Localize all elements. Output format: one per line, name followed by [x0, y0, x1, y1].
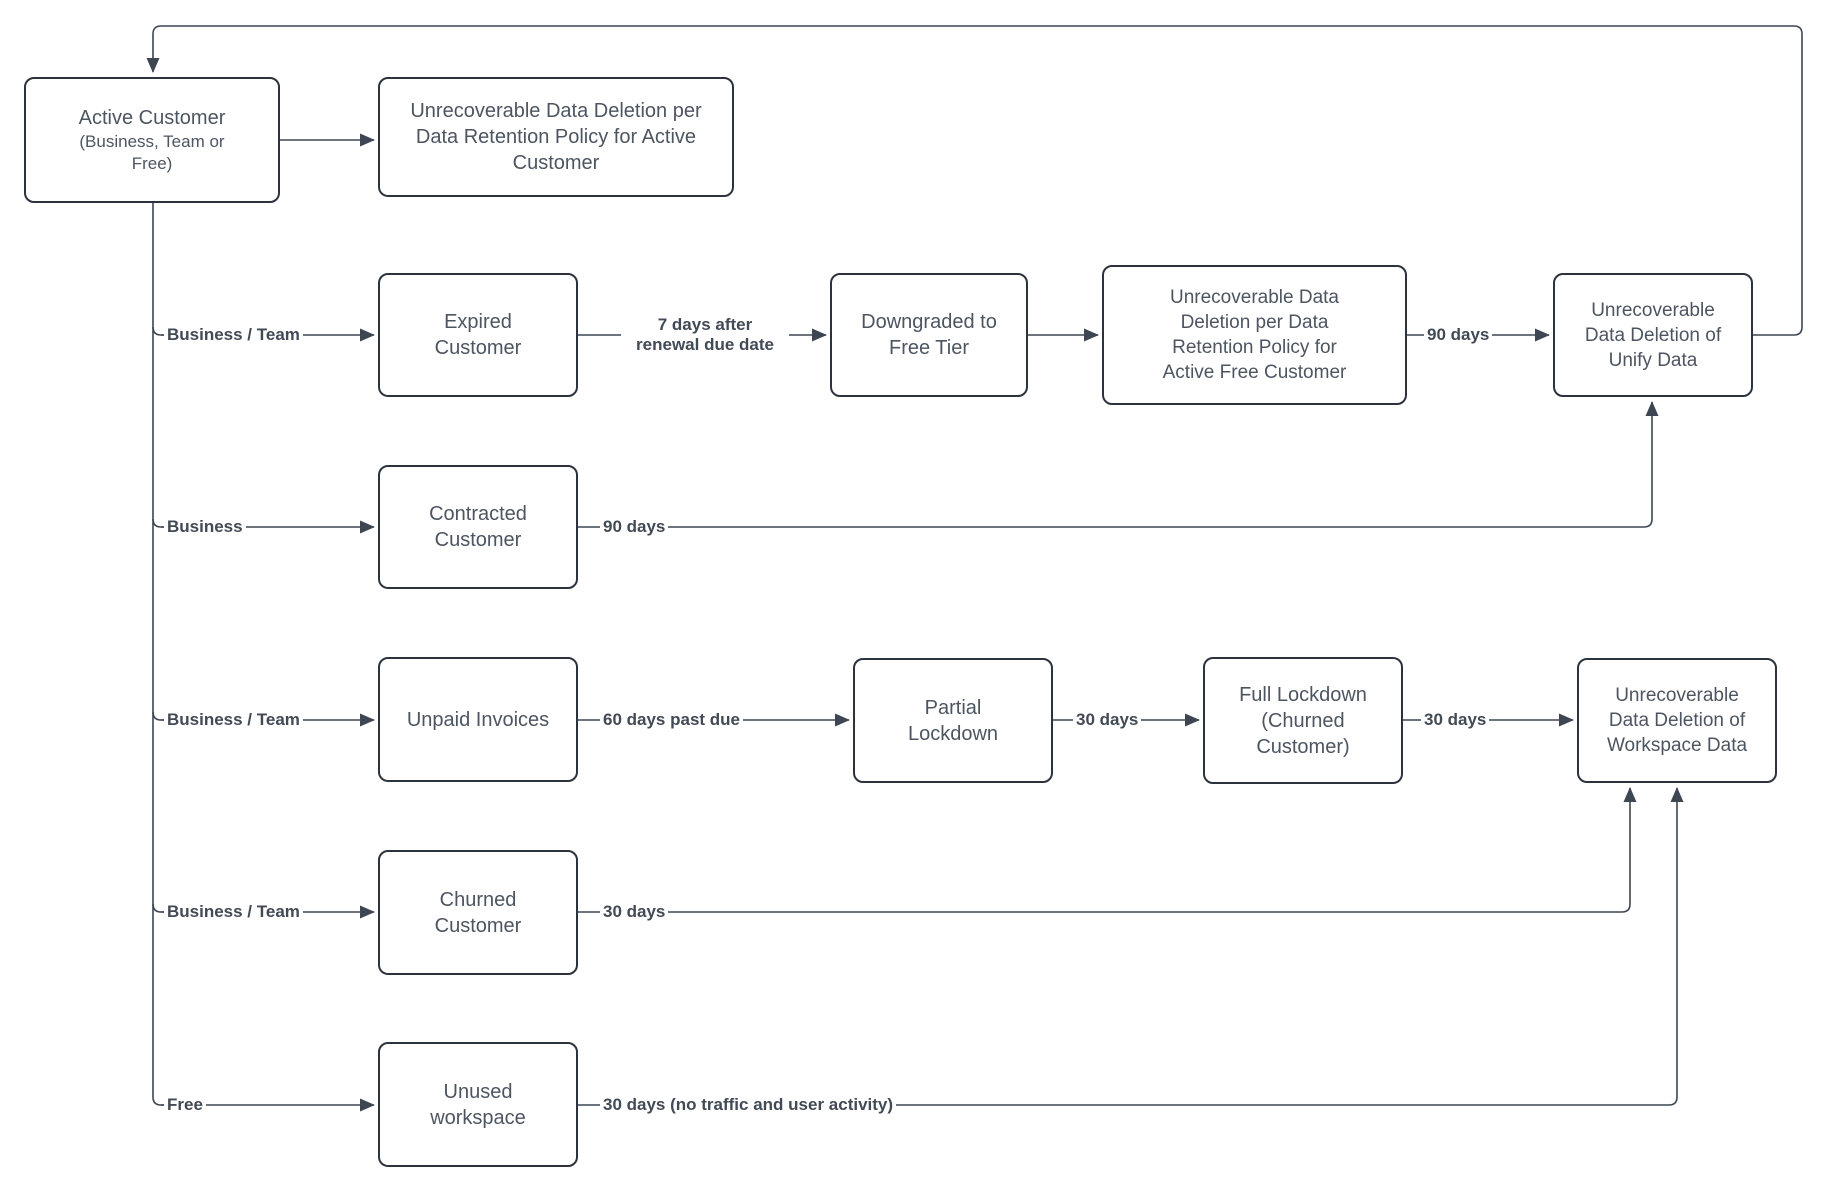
edge-label-90-days-free: 90 days: [1424, 325, 1493, 345]
node-contracted-customer: Contracted Customer: [378, 465, 578, 589]
edge-label-free-row6: Free: [164, 1095, 206, 1115]
node-workspace-data-deletion: Unrecoverable Data Deletion of Workspace…: [1577, 658, 1777, 783]
edge-label-business-row3: Business: [164, 517, 246, 537]
rail-elbow-row3: [152, 518, 166, 528]
node-active-customer: Active Customer (Business, Team or Free): [24, 77, 280, 203]
node-unpaid-invoices: Unpaid Invoices: [378, 657, 578, 782]
node-active-customer-label: Active Customer: [78, 107, 226, 129]
node-deletion-active-customer: Unrecoverable Data Deletion per Data Ret…: [378, 77, 734, 197]
rail-elbow-row2: [152, 326, 166, 336]
node-active-customer-sublabel: (Business, Team or Free): [79, 132, 225, 173]
node-unify-data-deletion: Unrecoverable Data Deletion of Unify Dat…: [1553, 273, 1753, 397]
edge-churned-to-workspace-deletion: [578, 787, 1637, 913]
edge-label-business-team-row2: Business / Team: [164, 325, 303, 345]
rail-elbow-row4: [152, 711, 166, 721]
edge-label-30-days-churned: 30 days: [600, 902, 669, 922]
node-churned-customer: Churned Customer: [378, 850, 578, 975]
edge-label-60-days-past-due: 60 days past due: [600, 710, 744, 730]
rail-active-branches: [152, 203, 166, 1106]
node-downgraded-free-tier: Downgraded to Free Tier: [830, 273, 1028, 397]
edge-contracted-to-unify: [578, 401, 1659, 528]
edge-label-30-days-no-traffic: 30 days (no traffic and user activity): [600, 1095, 897, 1115]
node-full-lockdown: Full Lockdown (Churned Customer): [1203, 657, 1403, 784]
edge-label-90-days-contracted: 90 days: [600, 517, 669, 537]
node-unused-workspace: Unused workspace: [378, 1042, 578, 1167]
edge-label-7-days-after-renewal: 7 days after renewal due date: [621, 315, 789, 355]
edge-label-business-team-row5: Business / Team: [164, 902, 303, 922]
edge-label-30-days-partial: 30 days: [1073, 710, 1142, 730]
edge-unused-to-workspace-deletion: [578, 787, 1684, 1106]
node-partial-lockdown: Partial Lockdown: [853, 658, 1053, 783]
edge-label-business-team-row4: Business / Team: [164, 710, 303, 730]
rail-elbow-row5: [152, 903, 166, 913]
edge-label-30-days-full: 30 days: [1421, 710, 1490, 730]
node-expired-customer: Expired Customer: [378, 273, 578, 397]
node-deletion-active-free-customer: Unrecoverable Data Deletion per Data Ret…: [1102, 265, 1407, 405]
edge-unify-loop-to-active: [146, 25, 1803, 336]
